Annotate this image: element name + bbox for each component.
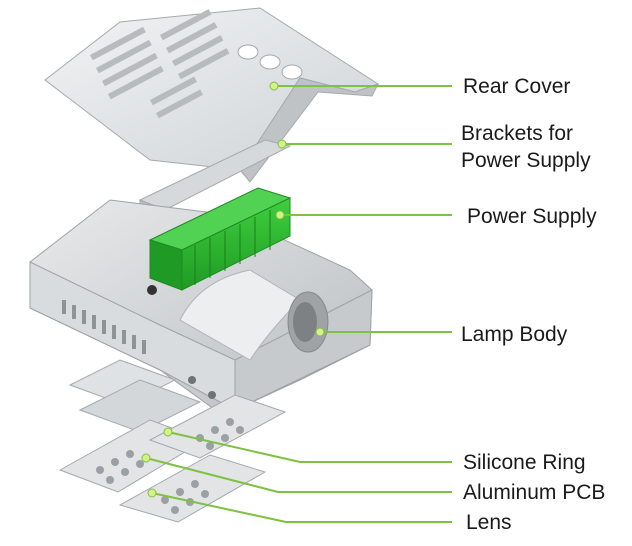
silicone-ring-dot bbox=[163, 427, 173, 437]
lens-callout-line bbox=[151, 492, 452, 523]
pcb-plates bbox=[58, 359, 287, 523]
power-supply-part bbox=[148, 187, 292, 291]
callout-lines bbox=[145, 85, 452, 523]
brackets-dot bbox=[277, 139, 287, 149]
rear-cover-label: Rear Cover bbox=[463, 75, 571, 98]
callout-dots bbox=[141, 81, 325, 498]
silicone-ring-label: Silicone Ring bbox=[463, 451, 586, 474]
lamp-body-label: Lamp Body bbox=[461, 323, 568, 346]
brackets-label: Brackets for Power Supply bbox=[461, 122, 591, 172]
rear-cover-dot bbox=[269, 81, 279, 91]
power-supply-dot bbox=[275, 210, 285, 220]
lens-label: Lens bbox=[466, 511, 512, 534]
rear-cover-part bbox=[44, 7, 380, 183]
lamp-body-part bbox=[29, 199, 373, 413]
lens-dot bbox=[147, 488, 157, 498]
aluminum-pcb-dot bbox=[141, 453, 151, 463]
silicone-ring-callout-line bbox=[167, 431, 452, 463]
aluminum-pcb-label: Aluminum PCB bbox=[463, 481, 606, 504]
power-supply-label: Power Supply bbox=[467, 205, 597, 228]
aluminum-pcb-callout-line bbox=[145, 457, 452, 493]
lamp-body-dot bbox=[315, 327, 325, 337]
